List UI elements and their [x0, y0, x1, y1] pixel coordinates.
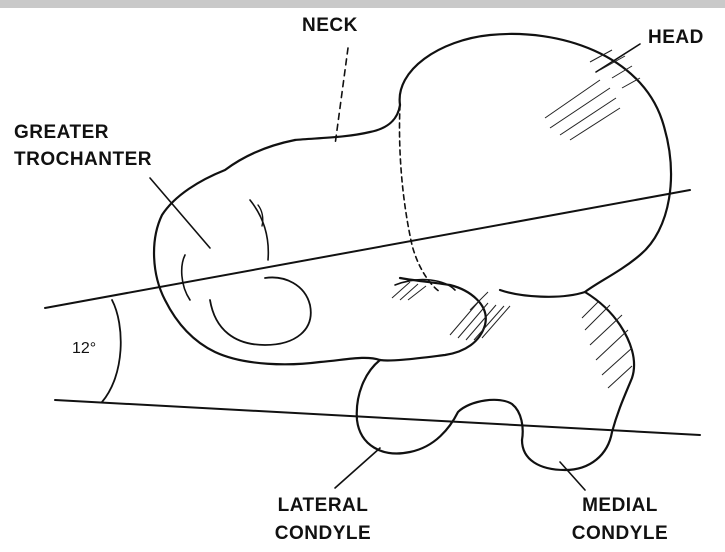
medial-condyle-label-line2: CONDYLE — [555, 522, 685, 546]
hatch-intercondylar-left — [450, 292, 510, 340]
lateral-condyle-label-line2: CONDYLE — [258, 522, 388, 546]
angle-arc — [102, 300, 121, 402]
distal-outline — [380, 278, 486, 361]
head-label: HEAD — [648, 26, 704, 50]
angle-label: 12° — [72, 340, 96, 358]
lateral-condyle-outline — [357, 360, 523, 453]
trochanter-detail-3 — [250, 200, 268, 260]
medial-condyle-outline — [522, 292, 634, 470]
trochanter-detail-1 — [182, 255, 190, 300]
hatch-medial — [582, 302, 632, 388]
femoral-head-outline — [400, 34, 671, 297]
greater-trochanter-label-line1: GREATER — [14, 121, 109, 145]
condylar-axis-line — [55, 400, 700, 435]
neck-leader — [335, 48, 348, 145]
lateral-condyle-label-line1: LATERAL — [258, 494, 388, 518]
neck-head-junction — [400, 105, 441, 292]
neck-label: NECK — [302, 14, 358, 38]
greater-trochanter-leader — [150, 178, 210, 248]
femoral-neck-outline — [295, 105, 400, 140]
hatch-head — [545, 50, 640, 140]
head-leader — [596, 44, 640, 72]
trochanter-detail-2 — [210, 277, 311, 345]
medial-condyle-leader — [560, 462, 585, 490]
lateral-condyle-leader — [335, 448, 380, 488]
greater-trochanter-label-line2: TROCHANTER — [14, 148, 152, 172]
medial-condyle-label-line1: MEDIAL — [555, 494, 685, 518]
neck-axis-line — [45, 190, 690, 308]
